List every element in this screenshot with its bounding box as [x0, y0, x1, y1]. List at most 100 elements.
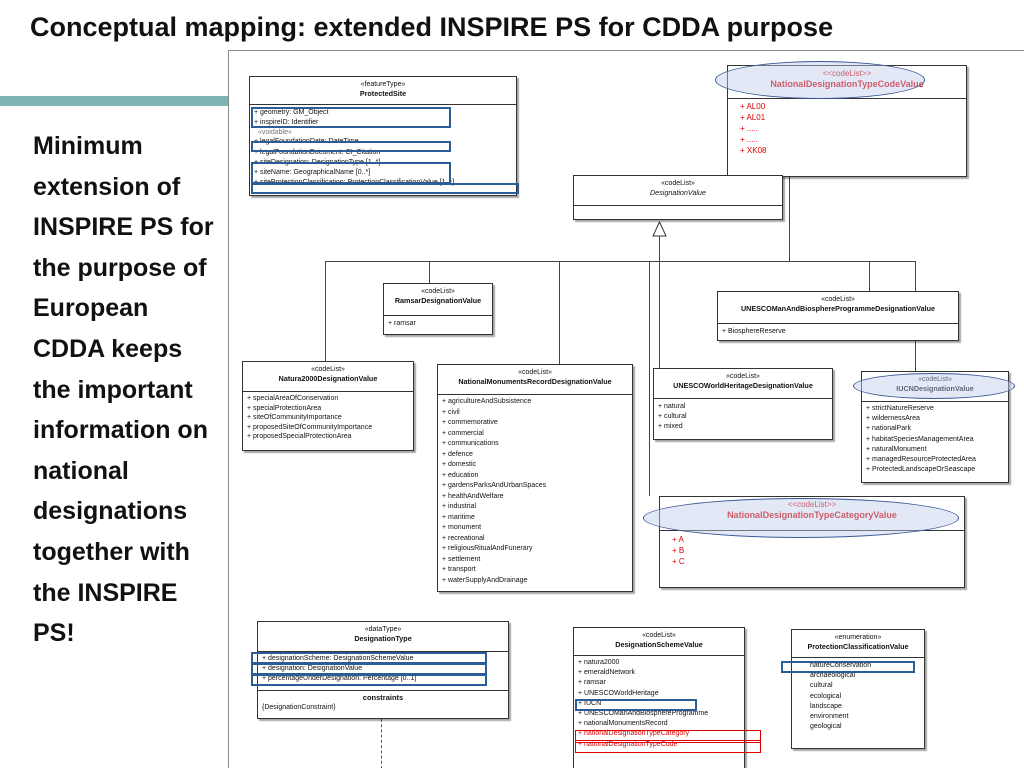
enum-item: archaeological	[810, 672, 856, 680]
national-monuments-class: «codeList» NationalMonumentsRecordDesign…	[437, 364, 633, 592]
uml-diagram: «featureType» ProtectedSite + geometry: …	[228, 50, 1024, 768]
code-item: + naturalMonument	[866, 445, 927, 453]
class-stereotype: «codeList»	[518, 369, 552, 376]
class-stereotype: «codeList»	[642, 632, 676, 639]
highlight-geometry-inspireid	[251, 107, 451, 128]
constraint-dash-line	[381, 719, 382, 768]
class-name: ProtectionClassificationValue	[807, 642, 909, 651]
code-item: + UNESCOManAndBiosphereProgramme	[578, 709, 709, 717]
code-item: + proposedSiteOfCommunityImportance	[247, 423, 373, 431]
code-item: + recreational	[442, 534, 485, 542]
code-item: + maritime	[442, 513, 475, 521]
code-item: + .....	[740, 124, 759, 133]
unesco-wh-class: «codeList» UNESCOWorldHeritageDesignatio…	[653, 368, 833, 440]
wire-natura	[325, 261, 326, 361]
code-item: + commemorative	[442, 419, 498, 426]
highlight-ellipse-code	[715, 61, 925, 99]
code-item: + habitatSpeciesManagementArea	[866, 435, 974, 443]
highlight-ellipse-category	[643, 498, 959, 538]
highlight-percentage	[251, 674, 487, 686]
class-attribute: + designationScheme: DesignationSchemeVa…	[262, 655, 414, 662]
class-name: Natura2000DesignationValue	[278, 374, 378, 383]
code-item: + specialProtectionArea	[247, 404, 322, 412]
code-item: + mixed	[658, 423, 683, 431]
highlight-nature-conservation	[781, 661, 915, 673]
code-item: + AL00	[740, 102, 766, 111]
natura2000-class: «codeList» Natura2000DesignationValue + …	[242, 361, 414, 451]
class-name: ProtectedSite	[359, 89, 407, 98]
enum-item: geological	[810, 723, 842, 731]
code-item: + ProtectedLandscapeOrSeascape	[866, 466, 976, 474]
inheritance-arrow-icon	[652, 221, 667, 237]
class-attribute: + legalFoundationDocument: CI_Citation	[254, 148, 381, 156]
code-item: + transport	[442, 566, 476, 573]
wire-monuments	[559, 261, 560, 364]
class-attribute: + siteName: GeographicalName [0..*]	[254, 168, 371, 176]
code-item: + agricultureAndSubsistence	[442, 398, 532, 405]
code-item: + healthAndWelfare	[442, 492, 504, 500]
highlight-ellipse-iucn	[853, 373, 1015, 399]
code-item: + natura2000	[578, 659, 620, 666]
code-item: + gardensParksAndUrbanSpaces	[442, 482, 547, 489]
code-item: + civil	[442, 408, 460, 416]
class-name: RamsarDesignationValue	[394, 296, 482, 305]
wire-unesco-wh	[659, 261, 660, 368]
enum-item: cultural	[810, 682, 833, 690]
code-item: + ramsar	[578, 679, 606, 687]
wire-national-category	[649, 261, 650, 496]
class-name: DesignationValue	[649, 188, 707, 197]
enum-item: ecological	[810, 692, 842, 700]
code-item: + B	[672, 546, 685, 555]
class-stereotype: «codeList»	[421, 288, 455, 295]
code-item: + wildernessArea	[866, 415, 920, 423]
highlight-legal-foundation	[251, 141, 451, 152]
highlight-site-protection	[251, 183, 519, 194]
code-item: + nationalMonumentsRecord	[578, 720, 668, 728]
code-item: + ramsar	[388, 320, 416, 327]
inheritance-bus	[325, 261, 915, 262]
code-item: + settlement	[442, 555, 481, 563]
code-item: + defence	[442, 450, 473, 458]
class-stereotype: «dataType»	[364, 626, 402, 633]
code-item: + nationalPark	[866, 425, 911, 433]
code-item: + XK08	[740, 146, 767, 155]
code-item: + BiosphereReserve	[722, 328, 786, 335]
class-stereotype: «codeList»	[311, 366, 345, 373]
code-item: + specialAreaOfConservation	[247, 395, 339, 402]
code-item: + natural	[658, 403, 686, 410]
class-name: DesignationType	[354, 634, 412, 643]
code-item: + .....	[740, 135, 759, 144]
code-item: + AL01	[740, 113, 766, 122]
code-item: + commercial	[442, 429, 484, 437]
code-item: + emeraldNetwork	[578, 669, 635, 677]
constraints-title: constraints	[258, 689, 508, 704]
wire-ramsar	[429, 261, 430, 291]
code-item: + strictNatureReserve	[866, 405, 934, 412]
code-item: + monument	[442, 524, 482, 531]
slide-title: Conceptual mapping: extended INSPIRE PS …	[30, 12, 834, 42]
code-item: + IUCN	[578, 699, 602, 707]
voidable-label: «voidable»	[258, 129, 292, 137]
class-stereotype: «featureType»	[360, 81, 406, 88]
wire-national-code	[789, 171, 790, 261]
constraint-item: {DesignationConstraint}	[262, 704, 336, 712]
ramsar-class: «codeList» RamsarDesignationValue + rams…	[383, 283, 493, 335]
enum-item: landscape	[810, 702, 842, 710]
class-name: DesignationSchemeValue	[615, 640, 703, 649]
unesco-mab-class: «codeList» UNESCOManAndBiosphereProgramm…	[717, 291, 959, 341]
highlight-red-code	[575, 740, 761, 753]
highlight-red-category	[575, 730, 761, 743]
code-item: + domestic	[442, 461, 477, 468]
class-stereotype: «enumeration»	[834, 634, 882, 641]
designation-type-class: «dataType» DesignationType + designation…	[257, 621, 509, 719]
code-item-red: + nationalDesignationTypeCategory	[578, 730, 690, 738]
class-attribute: + percentageUnderDesignation: Percentage…	[262, 675, 417, 683]
highlight-site-designation	[251, 162, 451, 184]
enum-item: environment	[810, 712, 849, 720]
code-item: + industrial	[442, 503, 477, 510]
side-description: Minimum extension of INSPIRE PS for the …	[33, 132, 214, 648]
code-item: + managedResourceProtectedArea	[866, 455, 976, 463]
class-stereotype: «codeList»	[821, 296, 855, 303]
code-item: + A	[672, 535, 684, 544]
protection-classification-class: «enumeration» ProtectionClassificationVa…	[791, 629, 925, 749]
